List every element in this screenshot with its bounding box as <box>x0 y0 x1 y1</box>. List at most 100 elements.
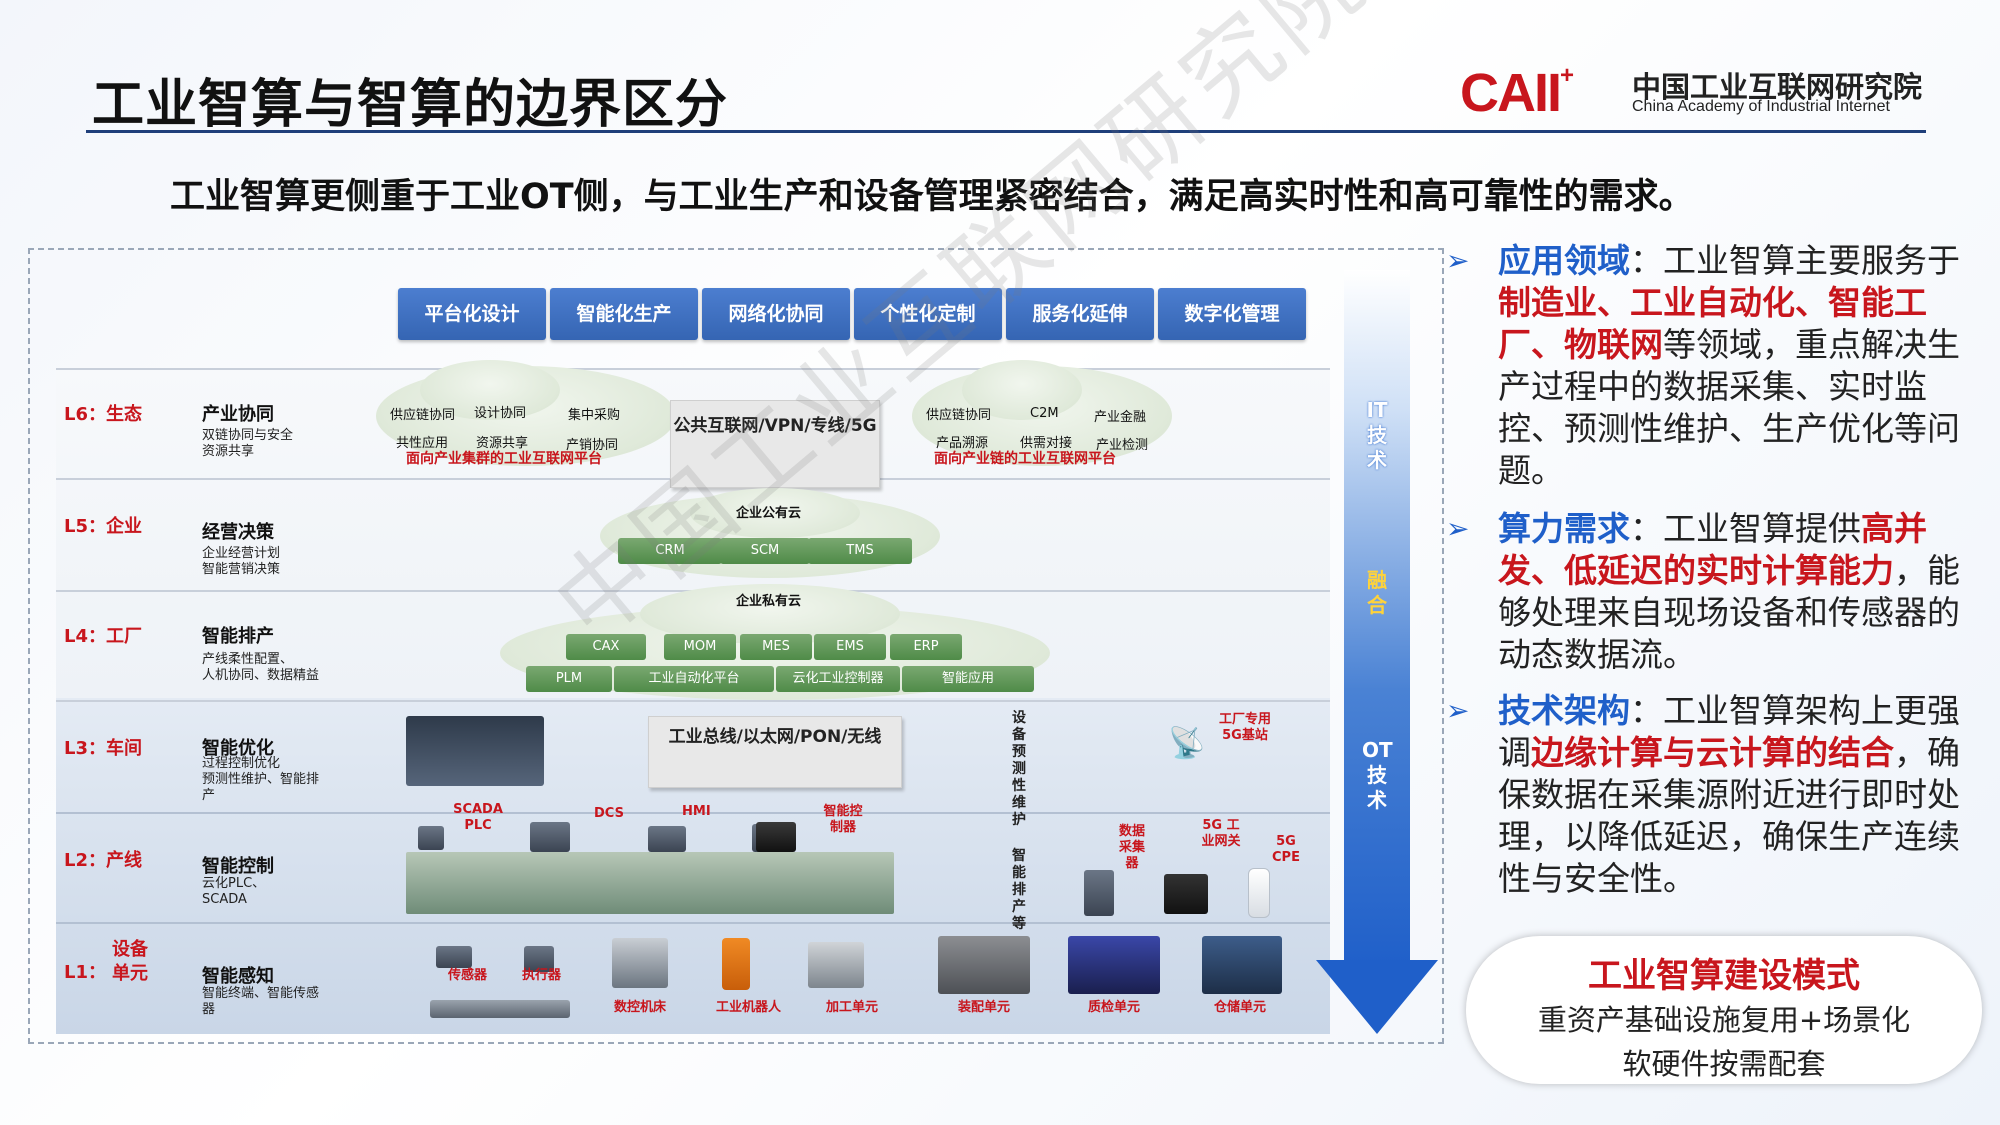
l6-cloud-right-puff <box>962 360 1082 420</box>
l3-name: 智能优化 <box>202 738 274 759</box>
bullet-compute-head: 算力需求 <box>1498 509 1630 548</box>
bullet-architecture-highlight: 边缘计算与云计算的结合 <box>1531 733 1894 772</box>
bullet-architecture: ➢ 技术架构：工业智算架构上更强调边缘计算与云计算的结合，确保数据在采集源附近进… <box>1446 690 1972 900</box>
layer-sep-4 <box>56 700 1330 702</box>
construction-mode-box: 工业智算建设模式 重资产基础设施复用+场景化 软硬件按需配套 <box>1466 936 1982 1084</box>
architecture-frame <box>28 248 1444 1044</box>
construction-mode-title: 工业智算建设模式 <box>1588 956 1860 996</box>
scada-device-icon <box>530 822 570 852</box>
l4-system-mom: MOM <box>664 634 736 660</box>
l6-tag-supply-chain: 供应链协同 <box>390 408 456 423</box>
bullet-compute-t2: ，能够处理来自现场设备和传感器的动态数据流。 <box>1498 551 1960 674</box>
machining-unit-icon <box>808 942 864 988</box>
edge-data-collector: 数据采集器 <box>1118 824 1145 871</box>
cnc-machine-icon <box>612 938 668 988</box>
app-personalized: 个性化定制 <box>854 288 1002 340</box>
l6-tag-c2m: C2M <box>1030 406 1059 421</box>
l5-cloud-puff <box>690 488 860 538</box>
unit-assembly: 装配单元 <box>958 1000 1011 1015</box>
l5-desc-1: 企业经营计划 <box>202 546 281 561</box>
arrow-it-label: IT技术 <box>1366 398 1388 472</box>
l6-tag-supply-demand: 供需对接 <box>1020 436 1073 451</box>
l1-level-prefix: L1： <box>64 962 106 983</box>
production-line-image <box>406 852 894 914</box>
l3-network-box: 工业总线/以太网/PON/无线 <box>648 716 902 788</box>
l3-vertical-maintenance: 设备预测性维护 <box>1012 710 1026 828</box>
bullet-compute-t1: 工业智算提供 <box>1663 509 1861 548</box>
robot-icon <box>722 938 750 990</box>
l6-tag-design: 设计协同 <box>474 406 527 421</box>
layer-sep-5 <box>56 812 1330 814</box>
l1-name: 智能感知 <box>202 966 274 987</box>
construction-mode-line-2: 软硬件按需配套 <box>1622 1047 1826 1081</box>
l5-desc-2: 智能营销决策 <box>202 562 281 577</box>
l6-desc-2: 资源共享 <box>202 444 255 459</box>
bullet-application-t1: 工业智算主要服务于 <box>1663 241 1960 280</box>
device-hmi: HMI <box>682 804 711 819</box>
l6-tag-prod-sales: 产销协同 <box>566 438 619 453</box>
bullet-architecture-t2: ，确保数据在采集源附近进行即时处理，以降低延迟，确保生产连续性与安全性。 <box>1498 733 1960 898</box>
bullet-architecture-sep: ： <box>1630 691 1663 730</box>
controller-device-icon <box>756 822 796 852</box>
bullet-application-t2: 等领域，重点解决生产过程中的数据采集、实时监控、预测性维护、生产优化等问题。 <box>1498 325 1960 490</box>
l3-desc-2: 预测性维护、智能排 <box>202 772 320 787</box>
l3-desc-3: 产 <box>202 788 216 803</box>
l3-vertical-scheduling: 智能排产等 <box>1012 848 1026 932</box>
device-dcs: DCS <box>594 806 624 821</box>
l3-desc-1: 过程控制优化 <box>202 756 281 771</box>
unit-inspection: 质检单元 <box>1088 1000 1141 1015</box>
l6-tag-inspection: 产业检测 <box>1096 438 1149 453</box>
l4-system-ems: EMS <box>814 634 886 660</box>
l4-system-mes: MES <box>740 634 812 660</box>
bullet-arrow-icon: ➢ <box>1446 694 1470 727</box>
unit-cnc: 数控机床 <box>614 1000 667 1015</box>
app-platform-design: 平台化设计 <box>398 288 546 340</box>
l3-level: L3：车间 <box>64 738 142 759</box>
l4-cloud-title: 企业私有云 <box>736 594 802 609</box>
l2-name: 智能控制 <box>202 856 274 877</box>
plc-device-icon <box>418 826 444 850</box>
l5-system-tms: TMS <box>808 538 912 564</box>
l4-system-automation: 工业自动化平台 <box>614 666 774 692</box>
construction-mode-line-1: 重资产基础设施复用+场景化 <box>1537 1003 1911 1037</box>
l1-desc-1: 智能终端、智能传感 <box>202 986 320 1001</box>
sensor-strip-image <box>430 1000 570 1018</box>
layer-sep-6 <box>56 922 1330 924</box>
l6-tag-supply-chain-2: 供应链协同 <box>926 408 992 423</box>
base-station-icon: 📡 <box>1168 726 1206 761</box>
l1-level-name: 设备单元 <box>112 939 148 984</box>
app-network-collab: 网络化协同 <box>702 288 850 340</box>
page-title: 工业智算与智算的边界区分 <box>92 75 729 135</box>
bullet-arrow-icon: ➢ <box>1446 512 1470 545</box>
l6-tag-finance: 产业金融 <box>1094 410 1147 425</box>
control-room-image <box>406 716 544 786</box>
l6-level: L6：生态 <box>64 404 142 425</box>
bullet-compute-highlight: 高并发、低延迟的实时计算能力 <box>1498 509 1927 590</box>
l6-left-caption: 面向产业集群的工业互联网平台 <box>406 451 602 467</box>
l4-system-smart-app: 智能应用 <box>902 666 1034 692</box>
device-scada-plc: SCADA PLC <box>453 802 503 833</box>
bullet-application-sep: ： <box>1630 241 1663 280</box>
unit-machining: 加工单元 <box>826 1000 879 1015</box>
l4-level: L4：工厂 <box>64 626 142 647</box>
layer-sep-1 <box>56 368 1330 370</box>
l2-desc-2: SCADA <box>202 892 247 907</box>
arrow-ot-label: OT技术 <box>1362 738 1393 812</box>
base-station-label: 工厂专用5G基站 <box>1218 712 1271 743</box>
sensor-icon <box>436 946 472 968</box>
bullet-application-head: 应用领域 <box>1498 241 1630 280</box>
unit-actuator: 执行器 <box>522 968 562 983</box>
app-smart-production: 智能化生产 <box>550 288 698 340</box>
actuator-icon <box>524 946 554 972</box>
bullet-architecture-t1: 工业智算架构上更强调 <box>1498 691 1960 772</box>
l6-desc-1: 双链协同与安全 <box>202 428 294 443</box>
bullet-application: ➢ 应用领域：工业智算主要服务于制造业、工业自动化、智能工厂、物联网等领域，重点… <box>1446 240 1972 492</box>
logo-en-name: China Academy of Industrial Internet <box>1632 98 1890 115</box>
edge-5g-cpe: 5G CPE <box>1272 834 1300 865</box>
l6-tag-common-app: 共性应用 <box>396 436 449 451</box>
l4-desc-2: 人机协同、数据精益 <box>202 668 320 683</box>
logo-cn-name: 中国工业互联网研究院 <box>1632 70 1923 104</box>
l6-cloud-left-puff <box>420 360 560 420</box>
cpe-icon <box>1248 868 1270 918</box>
l4-system-erp: ERP <box>890 634 962 660</box>
